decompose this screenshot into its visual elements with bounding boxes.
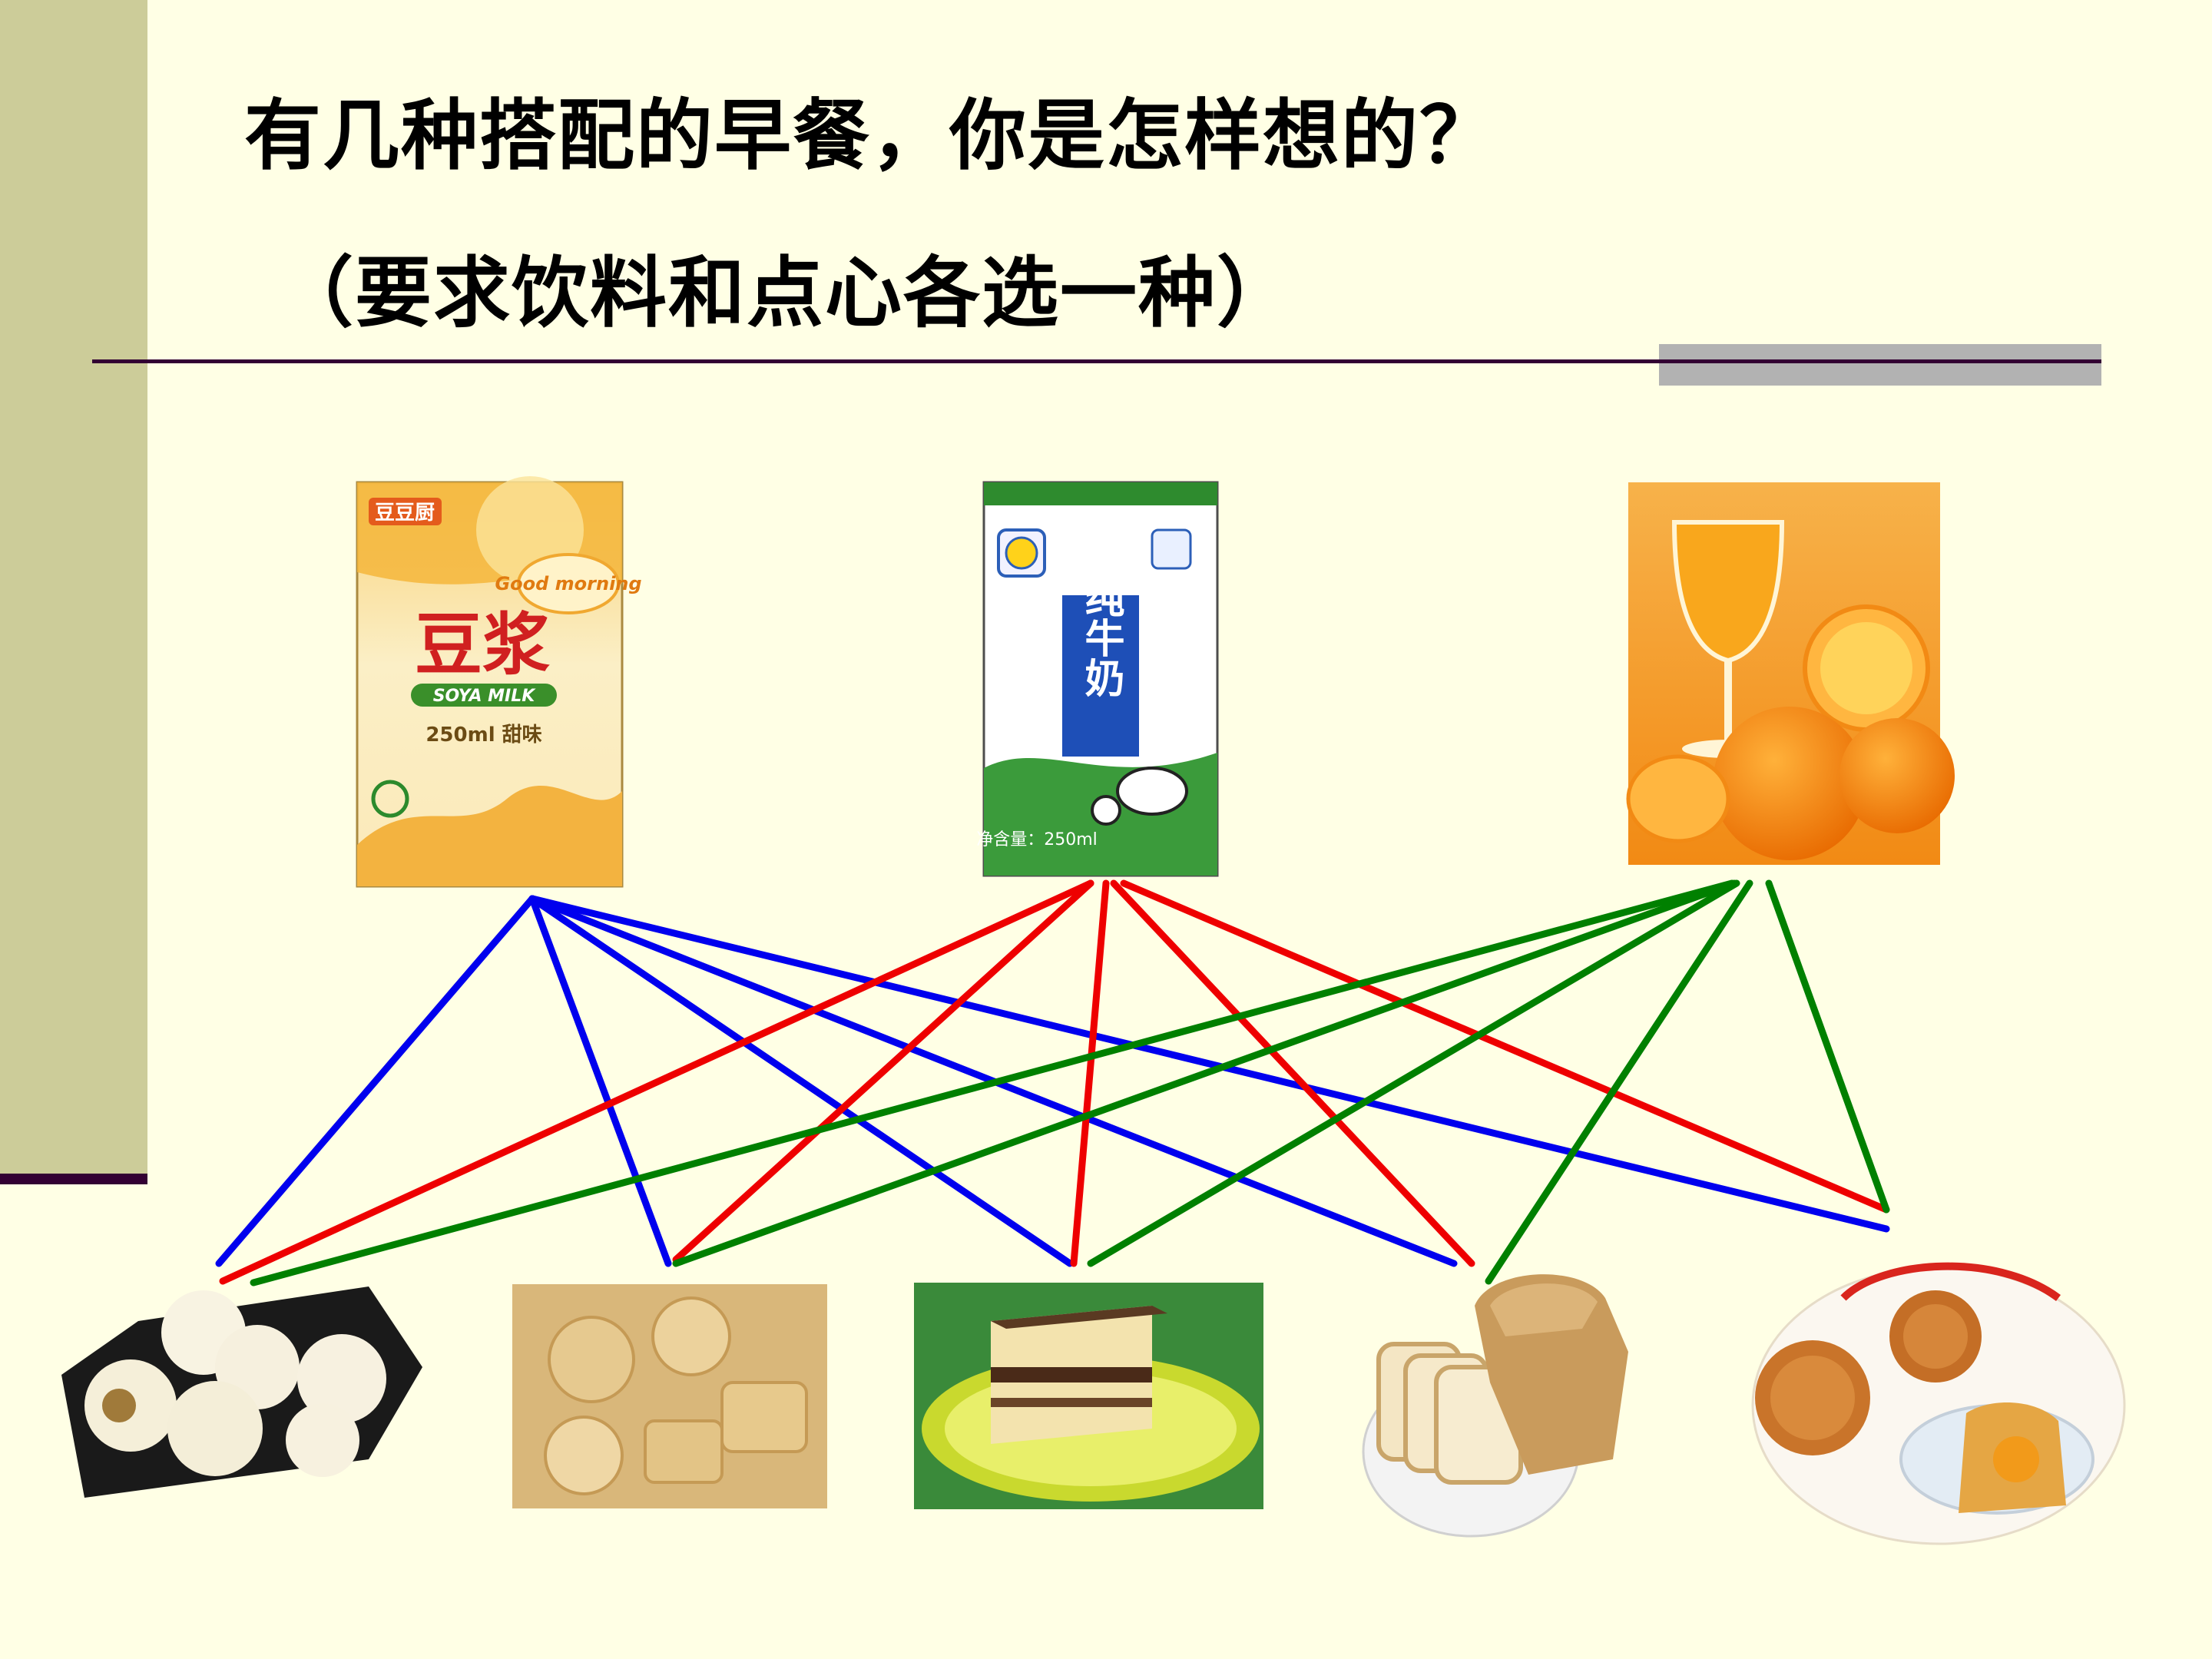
soymilk-name-en: SOYA MILK: [433, 687, 537, 706]
snack-mooncakes: [1753, 1267, 2124, 1544]
soymilk-badge: Good morning: [495, 573, 641, 594]
soymilk-name: 豆浆: [415, 605, 550, 684]
line-soymilk-crackers: [532, 899, 668, 1263]
mascot-icon: [1006, 538, 1037, 568]
cow-icon: [1118, 768, 1187, 814]
snack-buns: [61, 1286, 422, 1498]
connection-lines: [219, 883, 1886, 1283]
line-orange-juice-buns: [253, 883, 1732, 1283]
milk-name: 纯牛奶: [1078, 578, 1124, 697]
line-orange-juice-bread: [1488, 883, 1750, 1281]
drink-milk: 纯牛奶 净含量：250ml: [976, 482, 1217, 876]
drink-orange-juice: [1628, 482, 1955, 865]
line-orange-juice-mooncakes: [1769, 883, 1886, 1210]
soymilk-spec: 250ml 甜味: [426, 724, 541, 747]
snack-bread: [1363, 1274, 1628, 1536]
snack-cake: [914, 1283, 1263, 1509]
line-milk-cake: [1074, 883, 1106, 1263]
line-soymilk-mooncakes: [532, 899, 1886, 1229]
line-milk-buns: [223, 883, 1091, 1281]
milk-spec: 净含量：250ml: [976, 830, 1098, 849]
cake-icon: [991, 1367, 1152, 1382]
drink-soymilk: 豆豆厨 Good morning 豆浆 SOYA MILK 250ml 甜味: [357, 476, 642, 886]
line-milk-mooncakes: [1124, 883, 1886, 1210]
soymilk-brand: 豆豆厨: [375, 502, 435, 525]
cracker-icon: [549, 1317, 634, 1402]
snack-crackers: [512, 1284, 827, 1508]
